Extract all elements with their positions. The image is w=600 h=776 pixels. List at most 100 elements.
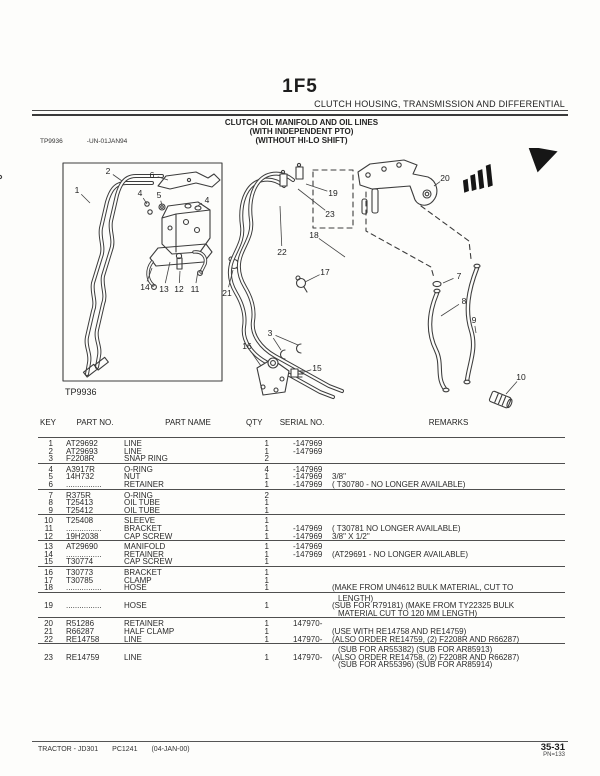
cell-serial [272,492,332,500]
cell-qty: 1 [264,498,269,508]
callout-leader [112,174,123,182]
callout-label: 22 [277,247,287,257]
cell-qty: 1 [264,567,269,577]
cell-serial [272,507,332,515]
col-header-remarks: REMARKS [428,418,469,427]
cell-rem [332,492,565,500]
cell-pn: R51286 [66,619,95,629]
cell-rem: 3/8" [332,472,346,482]
cell-serial: -147969 [293,479,323,489]
cell-key: 4 [48,464,53,474]
cell-name: SNAP RING [124,454,168,464]
footer-catalog: PC1241 [112,746,138,753]
cell-qty: 4 [264,464,269,474]
callout-label: 17 [320,267,330,277]
figure-caption: TP9936 [65,387,97,397]
table-group-separator [38,591,565,595]
cell-serial [272,577,332,585]
manifold-cluster [0,171,221,290]
cell-qty: 1 [264,446,269,456]
cell-name: LINE [124,634,142,644]
col-header-qty: QTY [246,418,263,427]
footer-date: (04-JAN-00) [151,746,190,753]
cell-key: 20 [44,619,53,629]
cell-serial [272,602,332,610]
callout-label: 4 [205,195,210,205]
callout-leader [146,267,153,282]
cell-qty: 1 [264,652,269,662]
cell-qty: 1 [264,557,269,567]
col-header-part-no: PART NO. [76,418,114,427]
callout-leader [80,193,91,204]
callout-label: 19 [328,188,338,198]
chapter-title: CLUTCH HOUSING, TRANSMISSION AND DIFFERE… [314,99,565,109]
cell-name: O-RING [124,464,153,474]
cell-name: MANIFOLD [124,542,166,552]
table-row-continuation: LENGTH) [38,594,565,603]
cell-rem [332,569,565,577]
cell-pn: R375R [66,490,91,500]
header-rule-thick [32,114,568,116]
cell-name: CAP SCREW [124,557,173,567]
cell-pn: T30774 [66,557,94,567]
cell-qty: 1 [264,516,269,526]
cell-name: LINE [124,439,142,448]
cell-key: 3 [48,454,53,464]
cell-qty: 1 [264,505,269,515]
cell-serial [272,584,332,592]
cell-key: 2 [48,446,53,456]
col-header-part-name: PART NAME [165,418,211,427]
figure-title-line3: (WITHOUT HI-LO SHIFT) [255,136,348,145]
cell-key: 18 [44,583,53,593]
cell-pn: AT29693 [66,446,98,456]
cell-key: 13 [44,542,53,552]
cell-pn: T25412 [66,505,94,515]
callout-leader [195,202,203,208]
cell-rem: MATERIAL CUT TO 120 MM LENGTH) [338,608,478,618]
callout-label: 1 [75,185,80,195]
cell-pn: AT29692 [66,439,98,448]
cell-key: 23 [44,652,53,662]
cell-rem [332,448,565,456]
callout-leader [474,325,477,334]
cell-key: 6 [48,479,53,489]
cell-pn: RE14758 [66,634,100,644]
callout-leader [228,269,234,288]
callout-leader [442,278,454,284]
figure-meta: TP9936-UN-01JAN94 [40,138,127,145]
callout-label: 18 [309,230,319,240]
callout-label: 8 [462,296,467,306]
cell-rem [332,507,565,515]
cell-serial: -147969 [293,446,323,456]
table-row-continuation: MATERIAL CUT TO 120 MM LENGTH) [38,610,565,618]
hose-9 [463,263,481,385]
callout-leader [157,176,169,181]
callout-label: 16 [242,341,252,351]
cell-qty: 1 [264,479,269,489]
cell-rem: 3/8" X 1/2" [332,531,370,541]
table-group-separator [38,540,565,543]
callout-label: 5 [157,190,162,200]
cell-rem: (AT29691 - NO LONGER AVAILABLE) [332,549,469,559]
inset-box [62,162,223,382]
callout-leader [279,205,283,247]
header-rule-thin [32,110,568,111]
oil-lines-inset [82,174,164,378]
direction-arrow-icon [462,148,558,193]
cell-serial: -147969 [293,472,323,482]
cell-key: 9 [48,505,53,515]
cell-serial: 147970- [293,652,323,662]
cell-name: LINE [124,652,142,662]
cell-pn [66,610,124,618]
cell-name: O-RING [124,490,153,500]
cell-key: 10 [44,516,53,526]
